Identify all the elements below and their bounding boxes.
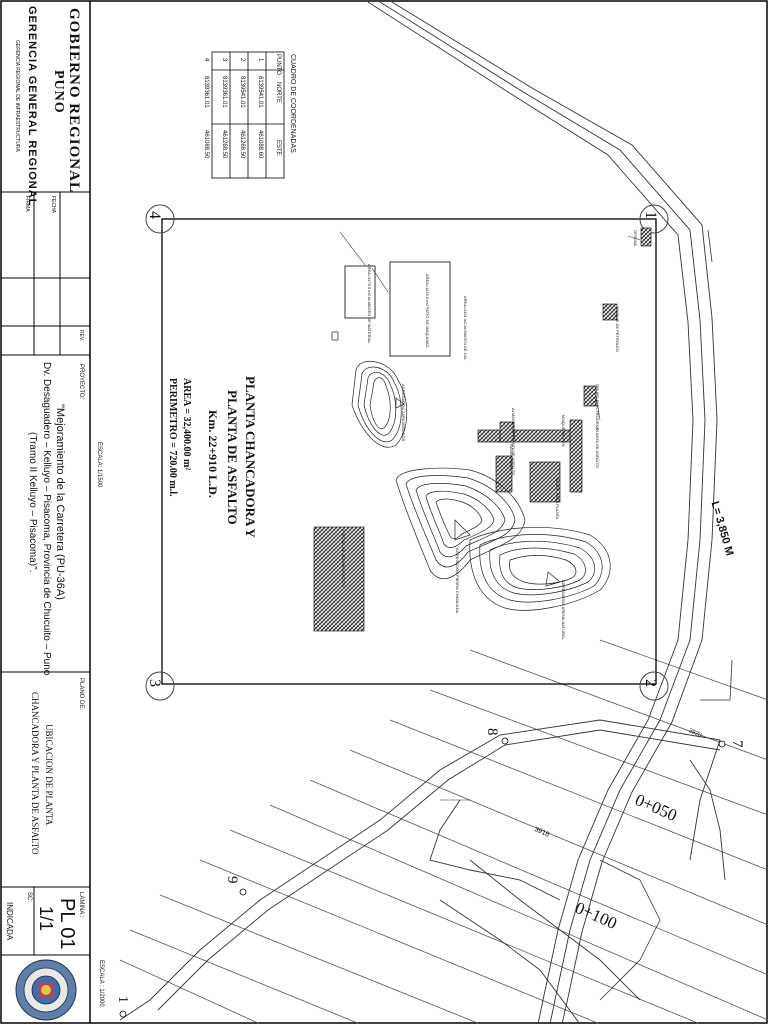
- sedimentation-pool: [313, 526, 365, 632]
- coord-header-punto: PUNTO: [275, 54, 281, 75]
- label-tanque-petroleo: TANQUE DE PETROLEO: [615, 306, 620, 352]
- sheet-scale-label: ESCALA : 1/2000: [98, 960, 104, 1007]
- project-line3: (Tramo II Kelluyo – Pisacoma)".: [27, 432, 38, 573]
- coord-row1-norte: 8139541.01: [257, 76, 263, 108]
- coord-row3-norte: 8139361.01: [221, 76, 227, 108]
- project-line2: Dv. Desaguadero – Kelluyo – Pisacoma, Pr…: [41, 362, 52, 676]
- label-grupo-electrogeno: GRUPO ELECTROGENO: [595, 384, 600, 431]
- plant-perimeter: PERIMETRO = 720.00 m.l.: [167, 378, 178, 497]
- project-line1: "Mejoramiento de la Carretera (PU-36A): [54, 404, 66, 600]
- coord-row2-norte: 8139541.01: [239, 76, 245, 108]
- point-1-label: 1: [115, 996, 130, 1003]
- coord-row4-punto: 4: [203, 58, 209, 62]
- material-storage: [344, 265, 376, 319]
- coord-header-norte: NORTE: [275, 82, 281, 103]
- office-block: [640, 227, 652, 247]
- survey-points: [119, 737, 726, 1018]
- org-name-line1: GOBIERNO REGIONAL: [66, 8, 82, 193]
- coord-row3-este: 461268.50: [221, 130, 227, 159]
- label-almacen-cal: AREA=1191 m2 ALMACEN DE CAL: [463, 296, 468, 361]
- label-agregados-chancados: AGREGADOS PIEDRA CHANCADA: [455, 548, 460, 614]
- fuel-tank-block: [602, 303, 618, 321]
- org-department: GERENCIA GENERAL REGIONAL: [26, 6, 38, 207]
- coord-table-title: CUADRO DE COORDENADAS: [289, 54, 296, 153]
- project-label: PROYECTO:: [78, 364, 84, 400]
- coord-header-este: ESTE: [275, 140, 281, 156]
- coord-row1-este: 461088.60: [257, 130, 263, 159]
- coord-row4-este: 461088.50: [203, 130, 209, 159]
- sc-value: INDICADA: [5, 902, 14, 941]
- org-sub-department: GERENCIA REGIONAL DE INFRAESTRUCTURA: [14, 40, 20, 152]
- sign-rev-label: REV.: [78, 330, 84, 342]
- point-9-label: 9: [224, 876, 240, 884]
- plant-area: AREA = 32,400.00 m²: [181, 378, 192, 471]
- label-almacen-material: AREA=1179.5 m2 ALMACEN DE MATERIAL: [367, 264, 372, 344]
- scale-note: ESCALA: 1/1500: [96, 442, 102, 488]
- plant-title-line2: PLANTA DE ASFALTO: [225, 390, 240, 525]
- label-agregados-zarandeados: AGREGADOS ZARANDEADOS: [401, 384, 406, 442]
- plan-label: PLANO DE:: [78, 678, 84, 711]
- coord-row4-norte: 8139361.01: [203, 76, 209, 108]
- label-agregados-arena: AGREGADOS ARENA NATURAL: [561, 580, 566, 640]
- coord-row1-punto: 1: [257, 58, 263, 62]
- stockpiles: [351, 361, 611, 611]
- org-name-line2: PUNO: [51, 70, 66, 114]
- plan-title-line1: UBICACION DE PLANTA: [44, 724, 54, 826]
- coord-row2-este: 461268.50: [239, 130, 245, 159]
- label-banda: BANDA PARA PLANTA: [555, 478, 560, 520]
- corner-3-label: 3: [146, 679, 163, 687]
- coord-row3-punto: 3: [221, 58, 227, 62]
- corner-1-label: 1: [642, 211, 659, 219]
- point-8-label: 8: [484, 728, 500, 736]
- title-block-grid: [1, 191, 90, 956]
- coordinate-table-grid: [211, 51, 285, 179]
- label-tanques: TANQUE DE PEN: [561, 414, 566, 447]
- plant-km: Km. 22+910 L.D.: [206, 410, 220, 498]
- label-oficina: OFICINA: [633, 230, 638, 247]
- leader-lines: [339, 231, 641, 801]
- logo-seal: [15, 959, 77, 1021]
- label-planta-asfalto: PLANTA DE ASFALTO: [595, 428, 600, 469]
- lamina-code: PL 01: [56, 898, 78, 950]
- sc-label: SC:: [26, 892, 32, 903]
- label-patio-maquinas: AREA=1133.5 m2 PATIO DE MAQUINAS: [425, 274, 430, 348]
- lamina-label: LAMINA :: [78, 892, 84, 918]
- label-piscina: PISCINA DE SEDIMENTACION: [341, 530, 346, 587]
- corner-markers: [145, 204, 669, 701]
- plant-boundary: [161, 218, 657, 685]
- storage-asphalt-block: [499, 421, 515, 443]
- sign-fecha-label: FECHA: [50, 196, 56, 213]
- label-rampa: RAMPA PARA: [509, 444, 514, 470]
- coord-row2-punto: 2: [239, 58, 245, 62]
- structures: [313, 227, 652, 632]
- ramp-block: [495, 455, 513, 493]
- machinery-yard: [389, 261, 451, 357]
- asphalt-plant-side: [569, 419, 583, 493]
- belt-block: [529, 461, 561, 503]
- sign-firma-label: FIRMA: [24, 196, 30, 212]
- corner-2-label: 2: [642, 679, 659, 687]
- corner-4-label: 4: [146, 211, 163, 219]
- plan-title-line2: CHANCADORA Y PLANTA DE ASFALTO: [30, 692, 40, 855]
- road-alignment: [367, 1, 718, 1024]
- access-road: [119, 719, 726, 1021]
- point-7-label: 7: [729, 740, 745, 748]
- grid-lines: [119, 639, 768, 1024]
- plant-title-line1: PLANTA CHANCADORA Y: [243, 376, 258, 538]
- lamina-number: 1/1: [36, 906, 56, 932]
